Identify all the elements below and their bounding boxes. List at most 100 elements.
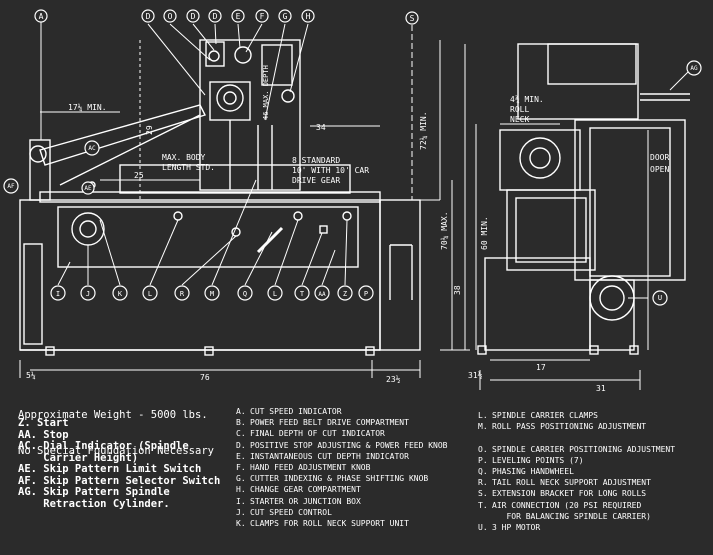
control-item: AC. Dial Indicator (Spindle (18, 440, 189, 452)
svg-text:T: T (300, 290, 305, 298)
legend-item: P.LEVELING POINTS (7) (478, 455, 584, 465)
callout-G: G (278, 9, 292, 23)
control-item: AG. Skip Pattern Spindle (18, 486, 170, 498)
side-top-housing (517, 43, 639, 120)
callout-Z: Z (337, 285, 353, 301)
legend-item: E.INSTANTANEOUS CUT DEPTH INDICATOR (236, 451, 409, 461)
legend-item: U.3 HP MOTOR (478, 523, 541, 533)
svg-text:J: J (86, 290, 90, 298)
dim-standard: 8 STANDARD (292, 156, 340, 165)
control-item: AA. Stop (18, 428, 69, 441)
control-item: Carrier Height) (18, 451, 139, 464)
dim-72-min: 72¼ MIN. (419, 111, 428, 150)
controls-list: Z. Start AA. Stop AC. Dial Indicator (Sp… (18, 417, 221, 510)
callout-T: T (294, 285, 310, 301)
dial-indicator (29, 145, 47, 163)
legend-item: L.SPINDLE CARRIER CLAMPS (478, 411, 598, 420)
callout-D1: D (141, 9, 155, 23)
dim-46-max-depth: 46 MAX. DEPTH (262, 65, 270, 120)
legend-item: K.CLAMPS FOR ROLL NECK SUPPORT UNIT (236, 519, 409, 529)
cut-speed-handwheel (71, 212, 105, 246)
side-panel (23, 243, 43, 345)
svg-text:G: G (283, 12, 288, 21)
legend-item: M.ROLL PASS POSITIONING ADJUSTMENT (478, 422, 647, 432)
svg-text:O: O (168, 12, 173, 21)
callout-AA: AA (314, 285, 330, 301)
callout-L1: L (142, 285, 158, 301)
svg-text:A: A (39, 12, 44, 21)
dim-25: 25 (134, 171, 144, 180)
spindle-head (216, 84, 244, 112)
legend-item: D.POSITIVE STOP ADJUSTING & POWER FEED K… (236, 440, 448, 450)
roll-neck-label-3: NECK (510, 115, 529, 124)
bed (39, 191, 381, 203)
legend-item: F.HAND FEED ADJUSTMENT KNOB (236, 463, 371, 473)
callout-A: A (34, 9, 48, 23)
callout-D3: D (208, 9, 222, 23)
weight-line: Approximate Weight - 5000 lbs. (18, 409, 208, 421)
dim-5: 5¼ (26, 371, 36, 380)
dim-38: 38 (453, 285, 462, 295)
control-item: AE. Skip Pattern Limit Switch (18, 463, 202, 475)
legend-item: O.SPINDLE CARRIER POSITIONING ADJUSTMENT (478, 444, 676, 454)
svg-text:R: R (180, 290, 185, 298)
foundation-line: No Special Foundation Necessary (18, 445, 214, 457)
callout-I: I (50, 285, 66, 301)
callout-S: S (405, 11, 419, 25)
svg-text:I: I (56, 290, 60, 298)
dim-60-min: 60 MIN. (480, 216, 489, 250)
svg-text:L: L (148, 290, 152, 298)
roll-neck-label-2: ROLL (510, 105, 529, 114)
legend-item: Q.PHASING HANDWHEEL (478, 467, 574, 477)
roll-neck-label-1: 4¾ MIN. (510, 95, 544, 104)
callout-F: F (255, 9, 269, 23)
motor (589, 275, 635, 321)
weight-note: Approximate Weight - 5000 lbs. No Specia… (18, 385, 214, 469)
dim-31: 31½ (468, 370, 483, 380)
dim-max-body: MAX. BODY (162, 153, 206, 162)
svg-text:AG: AG (690, 65, 698, 72)
dim-31b: 31 (596, 384, 606, 393)
svg-text:L: L (273, 290, 277, 298)
svg-text:D: D (191, 12, 196, 21)
legend-right: L.SPINDLE CARRIER CLAMPS M.ROLL PASS POS… (478, 410, 675, 533)
callout-D2: D (186, 9, 200, 23)
svg-text:AC: AC (88, 145, 96, 152)
svg-text:F: F (260, 12, 265, 21)
svg-text:U: U (658, 294, 662, 302)
callout-H: H (301, 9, 315, 23)
dim-17: 17 (536, 363, 546, 372)
callout-AF: AF (3, 178, 19, 194)
legend-item: B.POWER FEED BELT DRIVE COMPARTMENT (236, 418, 409, 428)
svg-text:M: M (210, 290, 214, 298)
callout-E: E (231, 9, 245, 23)
dim-76: 76 (200, 373, 210, 382)
dim-17-min: 17¼ MIN. (68, 103, 107, 112)
callout-K: K (112, 285, 128, 301)
door-label-1: DOOR (650, 153, 669, 162)
control-item: Z. Start (18, 417, 69, 429)
callout-AG: AG (686, 60, 702, 76)
dim-34: 34 (316, 123, 326, 132)
svg-text:AE: AE (84, 185, 92, 192)
callout-M: M (204, 285, 220, 301)
dim-70-max: 70¼ MAX. (440, 211, 449, 250)
legend-item (478, 432, 675, 443)
extension-bracket (379, 199, 421, 351)
svg-text:AF: AF (7, 183, 15, 190)
callout-U: U (652, 290, 668, 306)
legend-item: A.CUT SPEED INDICATOR (236, 407, 342, 416)
control-item: Retraction Cylinder. (18, 497, 170, 510)
control-item: AF. Skip Pattern Selector Switch (18, 474, 221, 487)
legend-left: A.CUT SPEED INDICATOR B.POWER FEED BELT … (236, 406, 447, 529)
callout-AC: AC (84, 140, 100, 156)
dim-drive-gear: DRIVE GEAR (292, 176, 340, 185)
svg-text:S: S (410, 14, 415, 23)
svg-text:P: P (364, 290, 368, 298)
callout-J: J (80, 285, 96, 301)
svg-text:K: K (118, 290, 123, 298)
callout-L2: L (267, 285, 283, 301)
legend-item: C.FINAL DEPTH OF CUT INDICATOR (236, 429, 385, 439)
legend-item: FOR BALANCING SPINDLE CARRIER) (492, 511, 651, 521)
